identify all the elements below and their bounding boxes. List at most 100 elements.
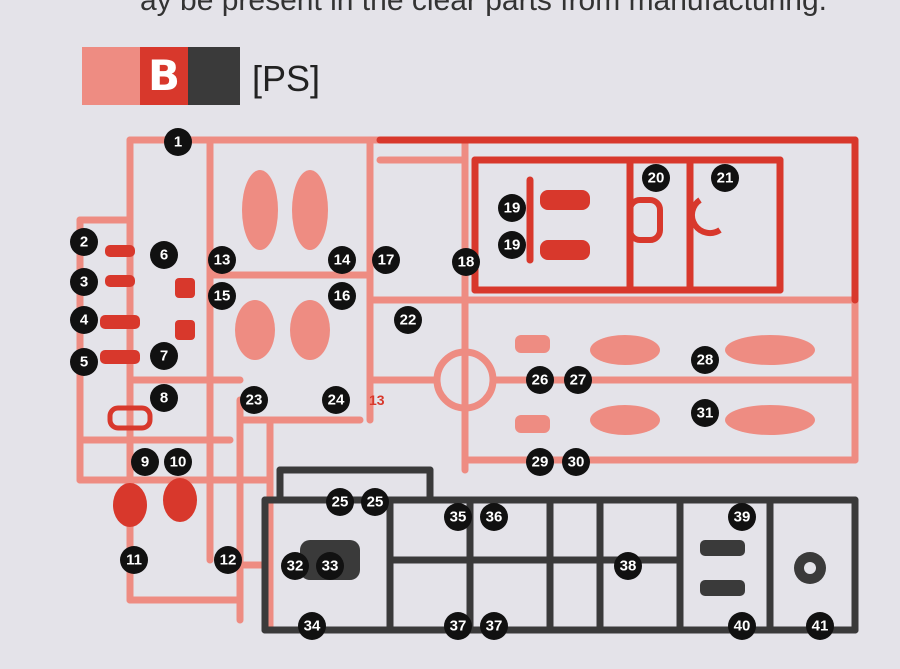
- pink-runner: [76, 136, 859, 634]
- svg-text:17: 17: [378, 252, 395, 269]
- svg-text:34: 34: [304, 618, 321, 635]
- part-label: 33: [316, 552, 344, 580]
- part-label: 26: [526, 366, 554, 394]
- part-label: 36: [480, 503, 508, 531]
- part-label: 29: [526, 448, 554, 476]
- runner-color-badge: B: [82, 47, 240, 105]
- part-label: 40: [728, 612, 756, 640]
- svg-text:7: 7: [160, 348, 168, 365]
- part-label: 12: [214, 546, 242, 574]
- svg-text:4: 4: [80, 312, 89, 329]
- svg-text:24: 24: [328, 392, 345, 409]
- part-label: 16: [328, 282, 356, 310]
- part-label: 38: [614, 552, 642, 580]
- svg-text:39: 39: [734, 509, 751, 526]
- svg-text:14: 14: [334, 252, 351, 269]
- svg-text:11: 11: [126, 552, 142, 569]
- stamp-number: 13: [369, 392, 385, 408]
- red-runner: [376, 136, 859, 304]
- part-label: 32: [281, 552, 309, 580]
- instruction-text: ay be present in the clear parts from ma…: [140, 0, 828, 17]
- svg-text:22: 22: [400, 312, 417, 329]
- svg-text:3: 3: [80, 274, 88, 291]
- svg-text:26: 26: [532, 372, 549, 389]
- part-label: 35: [444, 503, 472, 531]
- svg-text:29: 29: [532, 454, 549, 471]
- part-label: 41: [806, 612, 834, 640]
- part-label: 28: [691, 346, 719, 374]
- red-swatch: B: [140, 47, 188, 105]
- svg-text:8: 8: [160, 390, 168, 407]
- part-label: 17: [372, 246, 400, 274]
- part-label: 6: [150, 241, 178, 269]
- svg-text:13: 13: [214, 252, 231, 269]
- dark-swatch: [188, 47, 240, 105]
- part-label: 13: [208, 246, 236, 274]
- svg-text:36: 36: [486, 509, 503, 526]
- svg-text:27: 27: [570, 372, 587, 389]
- svg-text:32: 32: [287, 558, 304, 575]
- part-label: 21: [711, 164, 739, 192]
- svg-text:35: 35: [450, 509, 467, 526]
- part-label: 27: [564, 366, 592, 394]
- part-label: 9: [131, 448, 159, 476]
- part-label-layer: 1 2 3 4 5 6 7 8 9 10 11 12 13 14 15 16 1…: [70, 128, 834, 640]
- svg-text:5: 5: [80, 354, 88, 371]
- part-label: 14: [328, 246, 356, 274]
- part-label: 19: [498, 194, 526, 222]
- part-label: 23: [240, 386, 268, 414]
- part-label: 20: [642, 164, 670, 192]
- part-label: 2: [70, 228, 98, 256]
- part-label: 4: [70, 306, 98, 334]
- svg-text:1: 1: [174, 134, 182, 151]
- part-label: 25: [361, 488, 389, 516]
- svg-text:6: 6: [160, 247, 168, 264]
- svg-text:16: 16: [334, 288, 351, 305]
- svg-text:23: 23: [246, 392, 263, 409]
- svg-text:25: 25: [367, 494, 384, 511]
- part-label: 37: [444, 612, 472, 640]
- part-label: 8: [150, 384, 178, 412]
- part-label: 15: [208, 282, 236, 310]
- part-label: 19: [498, 231, 526, 259]
- svg-text:9: 9: [141, 454, 149, 471]
- part-label: 37: [480, 612, 508, 640]
- svg-text:28: 28: [697, 352, 714, 369]
- svg-text:37: 37: [450, 618, 467, 635]
- svg-text:12: 12: [220, 552, 237, 569]
- svg-text:37: 37: [486, 618, 503, 635]
- svg-text:30: 30: [568, 454, 585, 471]
- part-label: 24: [322, 386, 350, 414]
- svg-text:15: 15: [214, 288, 231, 305]
- part-label: 31: [691, 399, 719, 427]
- svg-text:38: 38: [620, 558, 637, 575]
- pink-swatch: [82, 47, 140, 105]
- svg-text:20: 20: [648, 170, 665, 187]
- part-label: 1: [164, 128, 192, 156]
- runner-letter: B: [147, 51, 180, 100]
- part-label: 39: [728, 503, 756, 531]
- svg-text:33: 33: [322, 558, 339, 575]
- part-label: 22: [394, 306, 422, 334]
- svg-text:18: 18: [458, 254, 475, 271]
- svg-text:21: 21: [717, 170, 734, 187]
- svg-text:41: 41: [812, 618, 829, 635]
- svg-text:2: 2: [80, 234, 88, 251]
- part-label: 10: [164, 448, 192, 476]
- part-label: 25: [326, 488, 354, 516]
- svg-text:10: 10: [170, 454, 187, 471]
- part-label: 5: [70, 348, 98, 376]
- svg-text:19: 19: [504, 200, 521, 217]
- svg-text:19: 19: [504, 237, 521, 254]
- svg-text:25: 25: [332, 494, 349, 511]
- part-label: 3: [70, 268, 98, 296]
- svg-text:40: 40: [734, 618, 751, 635]
- part-label: 34: [298, 612, 326, 640]
- part-label: 30: [562, 448, 590, 476]
- material-label: [PS]: [252, 58, 321, 99]
- part-label: 18: [452, 248, 480, 276]
- part-label: 7: [150, 342, 178, 370]
- svg-text:31: 31: [697, 405, 714, 422]
- part-label: 11: [120, 546, 148, 574]
